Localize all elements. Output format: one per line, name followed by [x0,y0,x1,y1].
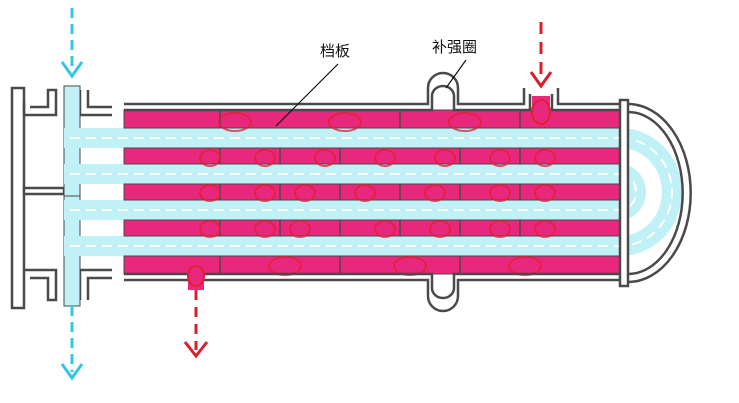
shell-inlet-arrow [529,22,553,89]
baffle-label: 档板 [320,42,351,60]
channel-flange-left [10,86,112,310]
shell-outlet-nozzle [187,264,205,290]
reinforcing-ring-leader-line [445,59,467,89]
reinforcing-ring-label: 补强圈 [432,38,478,56]
shell-outlet-arrow [183,290,209,359]
baffle-leader-line [275,63,339,127]
shell-swirls [199,112,556,276]
tube-inlet-arrow [60,8,84,79]
shell-side-flow [123,109,625,276]
shell-walls [124,71,692,313]
tube-outlet-arrow [60,306,84,381]
shell-inlet-nozzle [531,96,551,126]
